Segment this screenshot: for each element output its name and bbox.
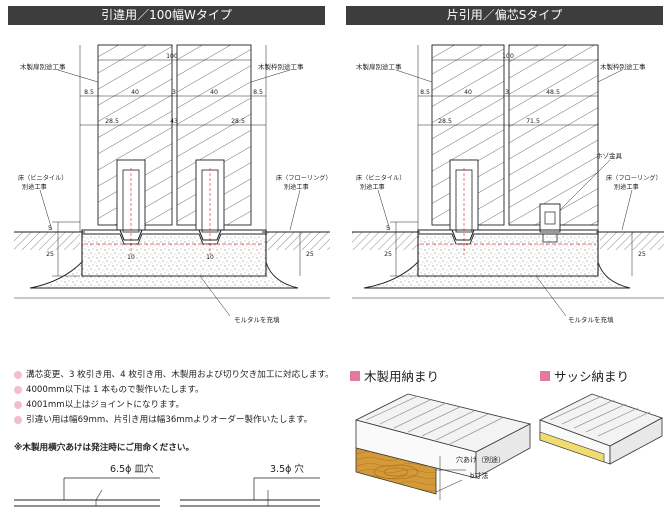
- left-floor-vinyl: [14, 232, 80, 250]
- left-dim-groove-2: 10: [206, 254, 214, 261]
- right-label-hozo: ホゾ金具: [596, 151, 623, 160]
- square-icon: [350, 370, 360, 381]
- right-dim-side-left: 8.5: [420, 89, 430, 96]
- right-label-door-work: 木製扉別途工事: [356, 62, 402, 71]
- left-floor-flooring: [266, 232, 330, 250]
- right-floor-vinyl: [352, 232, 418, 250]
- bullet-icon: [14, 416, 22, 424]
- right-label-floor-vinyl: 床（ビニタイル） 別途工事: [356, 174, 407, 191]
- left-floor-rail: [81, 229, 267, 277]
- left-label-frame-work: 木製枠別途工事: [258, 62, 304, 71]
- right-section-drawing: 100 8.5 40 3 48.5 28.5 71.5 5 25 25 木製扉別…: [352, 44, 664, 324]
- note-item: 4000mm以下は 1 本もので製作いたします。: [14, 383, 344, 398]
- left-dim-gap: 3: [172, 89, 176, 96]
- left-dim-panel-right: 40: [210, 89, 218, 96]
- note-item: 4001mm以上はジョイントになります。: [14, 398, 344, 413]
- right-dim-lower-left: 28.5: [438, 118, 452, 125]
- left-label-floor-flooring: 床（フローリング） 別途工事: [276, 174, 334, 191]
- hole-right-label: 3.5ϕ 穴: [270, 463, 304, 475]
- right-label-frame-work: 木製枠別途工事: [600, 62, 646, 71]
- right-dim-panel-left: 40: [464, 89, 472, 96]
- wood-section-title: 木製用納まり: [350, 366, 439, 385]
- bullet-icon: [14, 371, 22, 379]
- sash-metal-insert: [539, 431, 605, 463]
- right-label-floor-flooring: 床（フローリング） 別途工事: [606, 174, 664, 191]
- warning-text: ※木製用横穴あけは発注時にご用命ください。: [14, 443, 195, 453]
- wood-fitting-illustration: 穴あけ（別途） b寸法: [354, 393, 532, 500]
- right-dim-panel-right: 48.5: [546, 89, 560, 96]
- sash-fitting-illustration: [538, 393, 663, 465]
- right-mortar-fill: [363, 233, 631, 289]
- right-panel-title: 片引用／偏芯Sタイプ: [346, 6, 663, 25]
- right-dim-depth: 25: [384, 251, 392, 258]
- left-label-door-work: 木製扉別途工事: [20, 62, 66, 71]
- left-dim-side-right: 8.5: [253, 89, 263, 96]
- right-floor-rail: [417, 229, 599, 277]
- left-dim-depth: 25: [46, 251, 54, 258]
- sash-section-title: サッシ納まり: [540, 366, 629, 385]
- left-section-drawing: 100 8.5 40 3 40 8.5 28.5 43 28.5 10 10 5…: [14, 44, 334, 324]
- right-frame-wall: [508, 44, 599, 226]
- right-dim-right-depth: 25: [638, 251, 646, 258]
- right-dim-total: 100: [502, 53, 514, 60]
- wood-hole-label: 穴あけ（別途）: [456, 455, 505, 464]
- left-dim-groove-1: 10: [127, 254, 135, 261]
- left-dim-lower-mid: 43: [170, 118, 178, 125]
- square-icon: [540, 370, 550, 381]
- left-dim-lower-left: 28.5: [105, 118, 119, 125]
- wood-b-label: b寸法: [470, 471, 488, 480]
- left-dim-side-left: 8.5: [84, 89, 94, 96]
- note-item: 溝芯変更、3 枚引き用、4 枚引き用、木製用および切り欠き加工に対応します。: [14, 368, 344, 383]
- left-dim-right-depth: 25: [306, 251, 314, 258]
- right-dim-lower-right: 71.5: [526, 118, 540, 125]
- left-dim-lower-right: 28.5: [231, 118, 245, 125]
- notes-list: 溝芯変更、3 枚引き用、4 枚引き用、木製用および切り欠き加工に対応します。 4…: [14, 368, 344, 428]
- left-label-floor-vinyl: 床（ビニタイル） 別途工事: [18, 174, 69, 191]
- bullet-icon: [14, 386, 22, 394]
- hole-left-label: 6.5ϕ 皿穴: [110, 463, 154, 475]
- left-panel-title: 引違用／100幅Wタイプ: [8, 6, 325, 25]
- left-dim-floor-offset: 5: [48, 225, 52, 232]
- left-dim-panel-left: 40: [131, 89, 139, 96]
- hole-details: 6.5ϕ 皿穴 3.5ϕ 穴: [14, 463, 320, 507]
- right-label-mortar: モルタルを充填: [568, 315, 614, 324]
- right-dim-gap: 3: [505, 89, 509, 96]
- bullet-icon: [14, 401, 22, 409]
- right-hozo-bracket: [539, 203, 561, 233]
- left-label-mortar: モルタルを充填: [234, 315, 280, 324]
- right-dim-floor-offset: 5: [386, 225, 390, 232]
- note-item: 引違い用は幅69mm、片引き用は幅36mmよりオーダー製作いたします。: [14, 413, 344, 428]
- left-dim-total: 100: [166, 53, 178, 60]
